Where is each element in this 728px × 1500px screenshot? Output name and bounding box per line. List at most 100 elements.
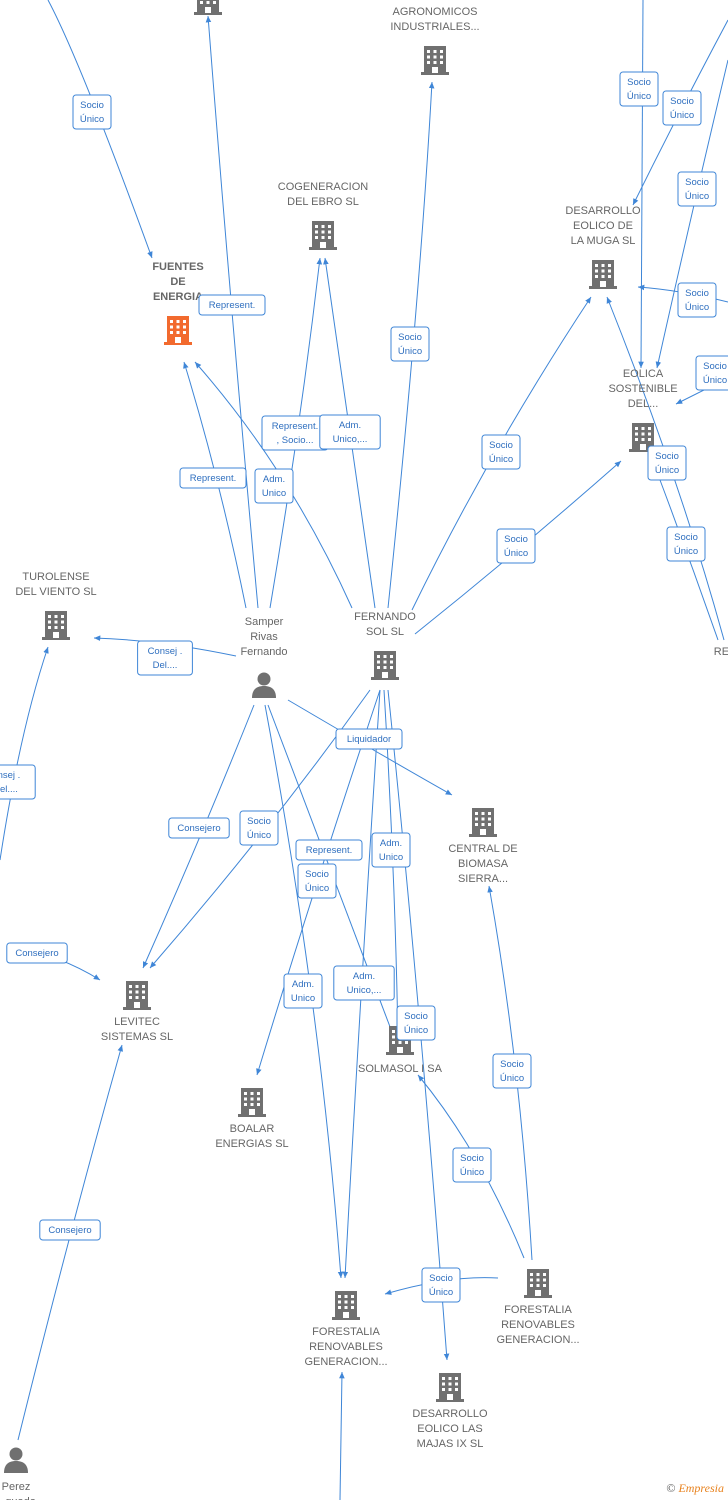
- company-focus-icon[interactable]: [164, 316, 192, 345]
- edge-label-text: Socio: [404, 1011, 428, 1022]
- edge-label-box: [254, 468, 294, 504]
- node-biomasa[interactable]: CENTRAL DEBIOMASASIERRA...: [448, 808, 518, 885]
- company-icon[interactable]: [469, 808, 497, 837]
- node-label-line: TUROLENSE: [22, 571, 89, 583]
- company-icon[interactable]: [421, 46, 449, 75]
- edge-label-text: Adm.: [263, 474, 285, 485]
- company-icon[interactable]: [332, 1291, 360, 1320]
- edge-label-text: Único: [404, 1025, 428, 1036]
- edge-label-e26[interactable]: Adm.Unico: [283, 973, 323, 1009]
- edge-label-text: Único: [670, 110, 694, 121]
- edge-label-text: Socio: [500, 1059, 524, 1070]
- edge-label-text: Del....: [153, 660, 178, 671]
- node-label-line: CENTRAL DE: [448, 843, 517, 855]
- edge-line-e18: [0, 646, 49, 861]
- person-icon[interactable]: [252, 672, 276, 699]
- company-icon[interactable]: [589, 260, 617, 289]
- edge-label-box: [72, 94, 112, 130]
- edge-label-text: Socio: [429, 1273, 453, 1284]
- edge-label-e22[interactable]: Represent.: [295, 839, 363, 861]
- edge-label-text: Único: [247, 830, 271, 841]
- node-forestalia1[interactable]: FORESTALIARENOVABLESGENERACION...: [304, 1291, 388, 1368]
- node-perez[interactable]: Perez...quado: [0, 1447, 36, 1500]
- edge-label-e4[interactable]: Adm. Unico: [254, 468, 294, 504]
- edge-label-text: Único: [429, 1287, 453, 1298]
- edge-label-e24[interactable]: Adm.Unico: [371, 832, 411, 868]
- edge-label-e6[interactable]: Adm.Unico,...: [319, 414, 381, 450]
- edge-label-text: Único: [504, 548, 528, 559]
- edge-label-e20[interactable]: Consejero: [168, 817, 230, 839]
- company-icon[interactable]: [238, 1088, 266, 1117]
- edge-label-text: Represent.: [209, 300, 255, 311]
- node-top_left[interactable]: [194, 0, 222, 15]
- edge-label-e27[interactable]: Adm.Unico,...: [333, 965, 395, 1001]
- edge-label-e31[interactable]: Consejero: [39, 1219, 101, 1241]
- edge-label-e18[interactable]: ...nsej ....el....: [0, 764, 36, 800]
- edge-label-e25[interactable]: Consejero: [6, 942, 68, 964]
- edge-label-text: Unico: [262, 488, 286, 499]
- node-label-line: DEL VIENTO SL: [15, 586, 96, 598]
- node-label-line: AGRONOMICOS: [393, 6, 478, 18]
- node-eolica[interactable]: EOLICASOSTENIBLEDEL...: [608, 368, 678, 452]
- edge-label-text: Represent.: [272, 421, 318, 432]
- edge-label-box: [452, 1147, 492, 1183]
- node-agro[interactable]: DESARROLLOAGRONOMICOSINDUSTRIALES...: [390, 0, 480, 75]
- company-icon[interactable]: [42, 611, 70, 640]
- edge-label-e5[interactable]: Represent., Socio...: [261, 415, 329, 451]
- node-label-line: GENERACION...: [496, 1334, 579, 1346]
- edge-label-box: [677, 171, 717, 207]
- edge-label-box: [647, 445, 687, 481]
- edge-label-text: Consej .: [148, 646, 183, 657]
- copyright-symbol: ©: [666, 1481, 676, 1495]
- company-icon[interactable]: [309, 221, 337, 250]
- node-forestalia2[interactable]: FORESTALIARENOVABLESGENERACION...: [496, 1269, 580, 1346]
- edge-label-e3[interactable]: Represent.: [179, 467, 247, 489]
- empresia-logo: Empresia: [678, 1481, 724, 1495]
- edge-label-text: Socio: [247, 816, 271, 827]
- company-icon[interactable]: [524, 1269, 552, 1298]
- edge-label-box: [319, 414, 381, 450]
- node-solmasol[interactable]: SOLMASOL I SA: [358, 1026, 443, 1075]
- edge-label-box: [396, 1005, 436, 1041]
- company-icon[interactable]: [371, 651, 399, 680]
- node-right_cut[interactable]: RE...: [714, 646, 728, 658]
- edge-label-e2[interactable]: Represent.: [198, 294, 266, 316]
- edge-label-e19[interactable]: Liquidador: [335, 728, 403, 750]
- company-icon[interactable]: [436, 1373, 464, 1402]
- empresia-credit[interactable]: © Empresia: [666, 1481, 724, 1496]
- edge-label-box: [137, 640, 193, 676]
- node-turolense[interactable]: TUROLENSE DEL VIENTO SL: [15, 571, 97, 640]
- edge-label-e17[interactable]: Consej . Del....: [137, 640, 193, 676]
- edge-label-text: Único: [398, 346, 422, 357]
- company-icon[interactable]: [123, 981, 151, 1010]
- person-icon[interactable]: [4, 1447, 28, 1474]
- company-icon[interactable]: [194, 0, 222, 15]
- edge-label-box: [0, 764, 36, 800]
- edge-label-text: Consejero: [15, 948, 58, 959]
